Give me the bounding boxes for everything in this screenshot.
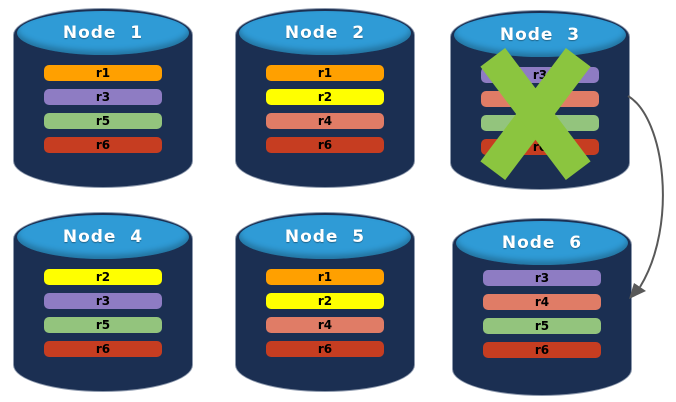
node-title: Node 6 [501, 233, 583, 253]
replica-label: r3 [532, 68, 548, 82]
replica-bar: r4 [483, 294, 601, 310]
cylinder-top: Node 2 [239, 11, 411, 55]
node-4: Node 4 r2 r3 r5 r6 [13, 212, 193, 392]
replica-label: r1 [317, 270, 333, 284]
replica-label: r4 [317, 114, 333, 128]
replica-bar: r5 [483, 318, 601, 334]
replica-label: r5 [95, 114, 111, 128]
node-title: Node 1 [62, 23, 144, 43]
cylinder-top: Node 4 [17, 215, 189, 259]
replica-label: r6 [95, 138, 111, 152]
replica-label: r1 [95, 66, 111, 80]
node-title: Node 4 [62, 227, 144, 247]
replica-label: r5 [532, 116, 548, 130]
replica-label: r1 [317, 66, 333, 80]
cylinder-top: Node 1 [17, 11, 189, 55]
replica-label: r3 [95, 90, 111, 104]
replica-bar: r3 [481, 67, 599, 83]
replica-label: r6 [317, 138, 333, 152]
node-title: Node 2 [284, 23, 366, 43]
replica-label: r6 [317, 342, 333, 356]
node-3: Node 3 r3 r4 r5 r6 [450, 10, 630, 190]
replica-label: r5 [95, 318, 111, 332]
replica-label: r2 [317, 294, 333, 308]
replica-label: r3 [95, 294, 111, 308]
replica-label: r4 [534, 295, 550, 309]
node-2: Node 2 r1 r2 r4 r6 [235, 8, 415, 188]
cylinder-top: Node 3 [454, 13, 626, 57]
replica-bar: r6 [44, 137, 162, 153]
node-title: Node 3 [499, 25, 581, 45]
replica-bar: r1 [266, 269, 384, 285]
cylinder-top: Node 6 [456, 221, 628, 265]
replica-list: r3 r4 r5 r6 [481, 67, 599, 163]
node-5: Node 5 r1 r2 r4 r6 [235, 212, 415, 392]
replica-bar: r5 [44, 113, 162, 129]
replica-label: r2 [317, 90, 333, 104]
arrow-curve [627, 95, 664, 288]
cylinder-top: Node 5 [239, 215, 411, 259]
replica-label: r4 [532, 92, 548, 106]
replica-label: r6 [534, 343, 550, 357]
replica-bar: r6 [266, 137, 384, 153]
replica-label: r5 [534, 319, 550, 333]
replica-bar: r6 [44, 341, 162, 357]
replica-bar: r1 [44, 65, 162, 81]
replica-list: r1 r2 r4 r6 [266, 65, 384, 161]
replica-label: r3 [534, 271, 550, 285]
replica-list: r2 r3 r5 r6 [44, 269, 162, 365]
replica-label: r4 [317, 318, 333, 332]
node-1: Node 1 r1 r3 r5 r6 [13, 8, 193, 188]
replica-bar: r3 [483, 270, 601, 286]
replica-bar: r1 [266, 65, 384, 81]
node-6: Node 6 r3 r4 r5 r6 [452, 218, 632, 396]
replica-label: r2 [95, 270, 111, 284]
replica-bar: r2 [266, 89, 384, 105]
replica-bar: r4 [266, 113, 384, 129]
replica-bar: r2 [266, 293, 384, 309]
replica-label: r6 [532, 140, 548, 154]
replica-bar: r3 [44, 293, 162, 309]
node-title: Node 5 [284, 227, 366, 247]
replica-bar: r5 [44, 317, 162, 333]
replica-bar: r4 [481, 91, 599, 107]
replica-bar: r3 [44, 89, 162, 105]
replica-bar: r4 [266, 317, 384, 333]
replica-bar: r2 [44, 269, 162, 285]
replica-list: r1 r2 r4 r6 [266, 269, 384, 365]
replica-bar: r6 [266, 341, 384, 357]
replica-bar: r5 [481, 115, 599, 131]
replica-bar: r6 [481, 139, 599, 155]
replica-label: r6 [95, 342, 111, 356]
replica-bar: r6 [483, 342, 601, 358]
replica-list: r3 r4 r5 r6 [483, 270, 601, 366]
replica-list: r1 r3 r5 r6 [44, 65, 162, 161]
